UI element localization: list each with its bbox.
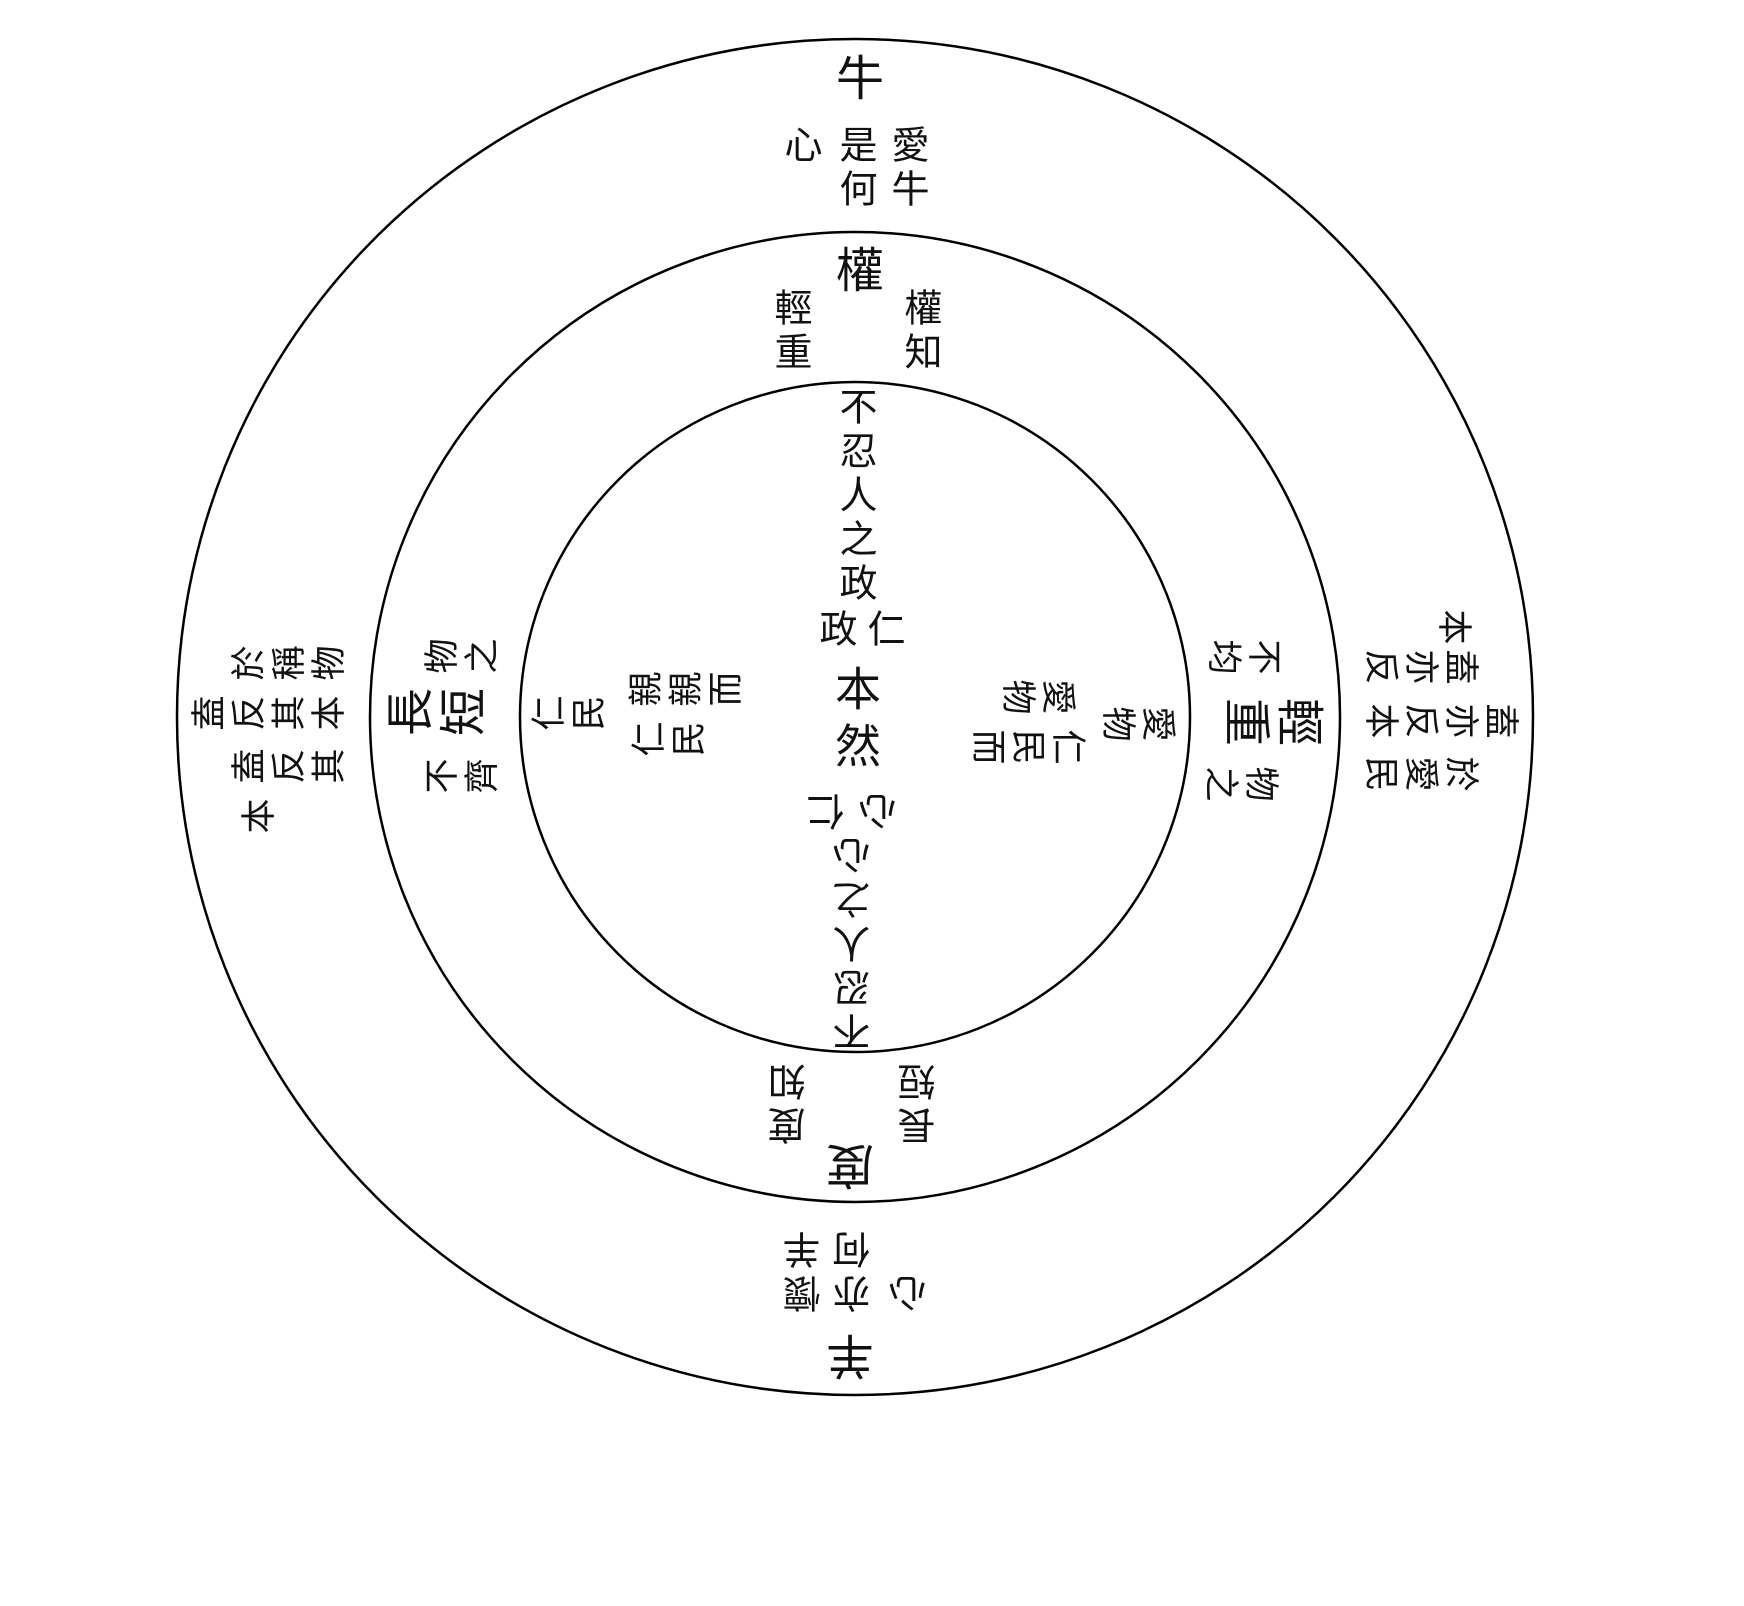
outer-ring bbox=[175, 37, 1535, 1397]
concentric-rings bbox=[175, 37, 1535, 1397]
inner-ring bbox=[518, 380, 1192, 1054]
middle-ring bbox=[368, 230, 1342, 1204]
